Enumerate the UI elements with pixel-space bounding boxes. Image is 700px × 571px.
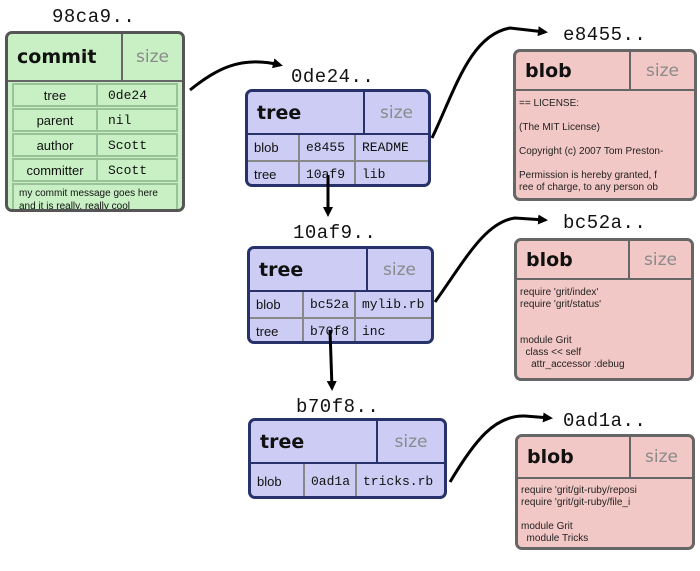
tree-entry: blob e8455 README <box>248 135 428 162</box>
commit-size-label: size <box>121 34 182 80</box>
arrow-commit-to-tree <box>189 58 283 92</box>
commit-field-tree: tree 0de24 <box>12 83 178 107</box>
tree-header: tree size <box>250 249 431 292</box>
tree-entry-sha: 10af9 <box>298 162 354 184</box>
commit-field-value: Scott <box>108 137 148 153</box>
tree-entry: blob 0ad1a tricks.rb <box>251 464 444 496</box>
tree-entry-name: mylib.rb <box>354 292 431 317</box>
commit-message: my commit message goes here and it is re… <box>12 183 178 209</box>
tree-entry-kind: blob <box>256 297 281 312</box>
commit-field-label: tree <box>14 85 98 105</box>
tree-size-label: size <box>363 92 428 133</box>
tree-entry-kind: tree <box>256 324 279 339</box>
commit-field-committer: committer Scott <box>12 158 178 182</box>
blob-type-label: blob <box>526 248 573 271</box>
commit-field-value: 0de24 <box>108 87 148 103</box>
arrow-tree-to-blob-0ad1a <box>448 412 553 483</box>
tree-entry: tree 10af9 lib <box>248 162 428 184</box>
blob-size-label: size <box>629 437 692 477</box>
tree-entry-name: README <box>354 135 428 160</box>
tree-object-10af9[interactable]: tree size blob bc52a mylib.rb tree b70f8… <box>247 246 434 344</box>
blob-type-label: blob <box>525 59 572 82</box>
blob-content: require 'grit/git-ruby/reposi require 'g… <box>521 485 637 544</box>
blob-bc52a-sha-label: bc52a.. <box>563 212 647 234</box>
tree-entry-sha: e8455 <box>298 135 354 160</box>
arrow-tree-to-blob-bc52a <box>433 214 548 303</box>
blob-size-label: size <box>628 241 691 278</box>
blob-0ad1a-sha-label: 0ad1a.. <box>563 410 647 432</box>
tree-entry-sha: 0ad1a <box>303 464 355 496</box>
tree-object-0de24[interactable]: tree size blob e8455 README tree 10af9 l… <box>245 89 431 187</box>
blob-header: blob size <box>516 52 694 91</box>
blob-object-e8455[interactable]: blob size == LICENSE: (The MIT License) … <box>513 49 697 201</box>
tree-entry-kind: blob <box>257 474 282 489</box>
tree-size-label: size <box>366 249 431 290</box>
commit-field-label: committer <box>14 160 98 180</box>
tree-object-b70f8[interactable]: tree size blob 0ad1a tricks.rb <box>248 418 447 499</box>
tree-type-label: tree <box>260 430 305 453</box>
blob-content: == LICENSE: (The MIT License) Copyright … <box>519 98 664 193</box>
tree-entry: blob bc52a mylib.rb <box>250 292 431 319</box>
tree-type-label: tree <box>259 258 304 281</box>
blob-type-label: blob <box>527 446 574 468</box>
commit-field-value: nil <box>108 112 132 128</box>
blob-object-bc52a[interactable]: blob size require 'grit/index' require '… <box>514 238 694 381</box>
tree-0de24-sha-label: 0de24.. <box>291 66 375 88</box>
blob-header: blob size <box>517 241 691 280</box>
blob-e8455-sha-label: e8455.. <box>563 24 647 46</box>
commit-sha-label: 98ca9.. <box>52 6 136 28</box>
tree-header: tree size <box>248 92 428 135</box>
tree-entry-name: lib <box>354 162 428 184</box>
tree-entry-name: inc <box>354 319 431 341</box>
commit-field-value: Scott <box>108 162 148 178</box>
commit-object[interactable]: commit size tree 0de24 parent nil author… <box>5 31 185 212</box>
commit-field-label: parent <box>14 110 98 130</box>
blob-size-label: size <box>629 52 694 89</box>
commit-type-label: commit <box>17 46 97 68</box>
commit-header: commit size <box>8 34 182 82</box>
tree-b70f8-sha-label: b70f8.. <box>296 396 380 418</box>
blob-content: require 'grit/index' require 'grit/statu… <box>520 287 625 370</box>
commit-field-parent: parent nil <box>12 108 178 132</box>
tree-type-label: tree <box>257 101 302 124</box>
arrow-tree-to-blob-e8455 <box>430 26 548 139</box>
commit-field-author: author Scott <box>12 133 178 157</box>
commit-field-label: author <box>14 135 98 155</box>
tree-size-label: size <box>376 421 444 462</box>
tree-entry-kind: blob <box>254 140 279 155</box>
tree-10af9-sha-label: 10af9.. <box>293 222 377 244</box>
blob-object-0ad1a[interactable]: blob size require 'grit/git-ruby/reposi … <box>515 434 695 550</box>
tree-header: tree size <box>251 421 444 464</box>
arrow-tree-to-tree-b70f8 <box>326 329 337 391</box>
tree-entry-kind: tree <box>254 167 277 182</box>
tree-entry-name: tricks.rb <box>355 464 444 496</box>
blob-header: blob size <box>518 437 692 479</box>
tree-entry-sha: bc52a <box>302 292 354 317</box>
